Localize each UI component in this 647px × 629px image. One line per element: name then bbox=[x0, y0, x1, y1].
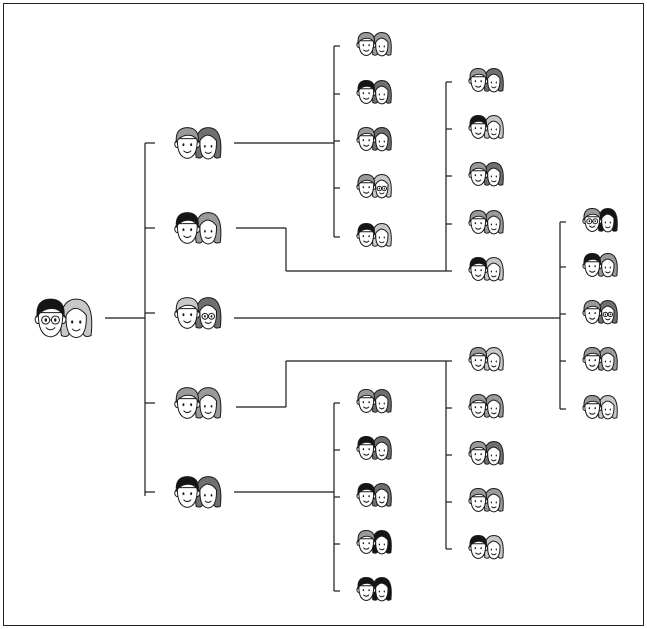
woman-face-icon bbox=[371, 436, 392, 461]
grandchild-couple-5-2 bbox=[356, 436, 392, 461]
man-face-icon bbox=[356, 389, 377, 413]
man-face-icon bbox=[34, 298, 67, 338]
woman-face-icon bbox=[195, 297, 222, 330]
grandchild-couple-3-4 bbox=[582, 347, 618, 372]
man-face-icon bbox=[468, 441, 489, 465]
woman-face-icon bbox=[597, 347, 618, 372]
woman-face-icon bbox=[371, 223, 392, 248]
woman-face-icon bbox=[195, 212, 222, 245]
child-couple-3 bbox=[174, 297, 222, 330]
grandchild-couple-4-5 bbox=[468, 535, 504, 560]
grandchild-couple-3-2 bbox=[582, 253, 618, 278]
woman-face-icon bbox=[371, 80, 392, 105]
woman-face-icon bbox=[371, 127, 392, 152]
man-face-icon bbox=[356, 127, 377, 151]
man-face-icon bbox=[174, 127, 201, 159]
woman-face-icon bbox=[195, 387, 222, 420]
grandchild-couple-1-1 bbox=[356, 32, 392, 57]
grandchild-couple-5-3 bbox=[356, 483, 392, 508]
man-face-icon bbox=[468, 68, 489, 92]
man-face-icon bbox=[582, 347, 603, 371]
grandchild-couple-4-3 bbox=[468, 441, 504, 466]
woman-face-icon bbox=[597, 300, 618, 325]
man-face-icon bbox=[356, 32, 377, 56]
grandchild-couple-3-3 bbox=[582, 300, 618, 325]
man-face-icon bbox=[468, 210, 489, 234]
woman-face-icon bbox=[371, 389, 392, 414]
woman-face-icon bbox=[483, 488, 504, 513]
man-face-icon bbox=[356, 174, 377, 198]
man-face-icon bbox=[356, 577, 377, 601]
grandchild-couple-5-1 bbox=[356, 389, 392, 414]
grandchild-couple-2-3 bbox=[468, 162, 504, 187]
grandchild-couple-4-4 bbox=[468, 488, 504, 513]
child-couple-5 bbox=[174, 476, 222, 509]
woman-face-icon bbox=[371, 174, 392, 199]
grandchild-couple-4-2 bbox=[468, 394, 504, 419]
woman-face-icon bbox=[483, 257, 504, 282]
woman-face-icon bbox=[597, 208, 618, 233]
woman-face-icon bbox=[483, 347, 504, 372]
grandchild-couple-2-1 bbox=[468, 68, 504, 93]
man-face-icon bbox=[468, 347, 489, 371]
grandchild-couple-1-5 bbox=[356, 223, 392, 248]
man-face-icon bbox=[468, 535, 489, 559]
woman-face-icon bbox=[483, 394, 504, 419]
grandchild-couple-1-3 bbox=[356, 127, 392, 152]
woman-face-icon bbox=[483, 162, 504, 187]
man-face-icon bbox=[468, 257, 489, 281]
child-couple-4 bbox=[174, 387, 222, 420]
woman-face-icon bbox=[60, 298, 93, 339]
woman-face-icon bbox=[371, 577, 392, 602]
man-face-icon bbox=[174, 387, 201, 419]
man-face-icon bbox=[174, 476, 201, 508]
grandchild-couple-1-4 bbox=[356, 174, 392, 199]
root-couple bbox=[34, 298, 93, 339]
grandchild-couple-3-5 bbox=[582, 395, 618, 420]
grandchild-couple-5-5 bbox=[356, 577, 392, 602]
grandchild-couple-2-5 bbox=[468, 257, 504, 282]
grandchild-couple-1-2 bbox=[356, 80, 392, 105]
woman-face-icon bbox=[195, 127, 222, 160]
woman-face-icon bbox=[195, 476, 222, 509]
man-face-icon bbox=[582, 395, 603, 419]
man-face-icon bbox=[468, 115, 489, 139]
grandchild-couple-2-2 bbox=[468, 115, 504, 140]
woman-face-icon bbox=[597, 253, 618, 278]
man-face-icon bbox=[356, 530, 377, 554]
grandchild-couple-3-1 bbox=[582, 208, 618, 233]
child-couple-2 bbox=[174, 212, 222, 245]
woman-face-icon bbox=[371, 483, 392, 508]
man-face-icon bbox=[468, 394, 489, 418]
man-face-icon bbox=[356, 436, 377, 460]
woman-face-icon bbox=[483, 115, 504, 140]
man-face-icon bbox=[582, 208, 603, 232]
woman-face-icon bbox=[371, 32, 392, 57]
grandchild-couple-5-4 bbox=[356, 530, 392, 555]
man-face-icon bbox=[356, 80, 377, 104]
man-face-icon bbox=[468, 488, 489, 512]
grandchild-couple-2-4 bbox=[468, 210, 504, 235]
child-couple-1 bbox=[174, 127, 222, 160]
woman-face-icon bbox=[483, 441, 504, 466]
woman-face-icon bbox=[483, 210, 504, 235]
man-face-icon bbox=[582, 253, 603, 277]
man-face-icon bbox=[468, 162, 489, 186]
man-face-icon bbox=[582, 300, 603, 324]
man-face-icon bbox=[174, 297, 201, 329]
woman-face-icon bbox=[483, 535, 504, 560]
woman-face-icon bbox=[597, 395, 618, 420]
frame-border bbox=[3, 3, 644, 626]
man-face-icon bbox=[356, 483, 377, 507]
woman-face-icon bbox=[371, 530, 392, 555]
grandchild-couple-4-1 bbox=[468, 347, 504, 372]
woman-face-icon bbox=[483, 68, 504, 93]
man-face-icon bbox=[356, 223, 377, 247]
man-face-icon bbox=[174, 212, 201, 244]
